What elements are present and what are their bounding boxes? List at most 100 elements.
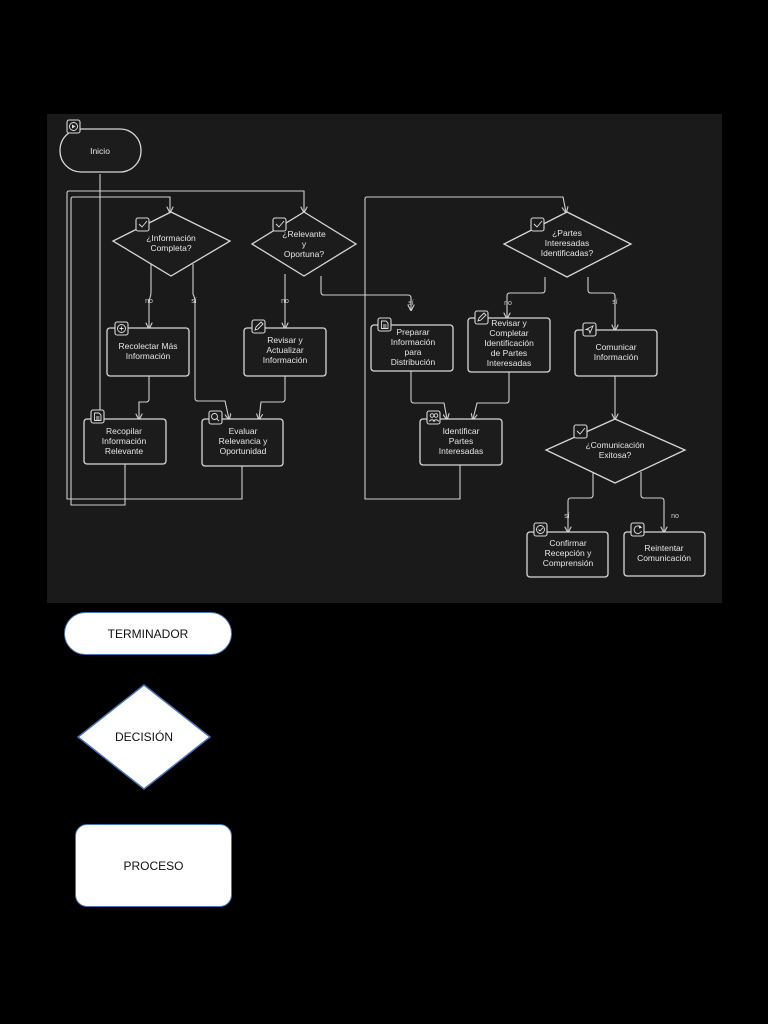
process-revisar-completar-line5: Interesadas: [487, 358, 531, 368]
edge-label-relevante-si: sí: [408, 300, 414, 307]
plus-circle-icon: [114, 321, 129, 336]
edge-label-comunicacion-no: no: [671, 513, 679, 520]
edge-identificar-partes: [364, 196, 566, 500]
process-recopilar-line3: Relevante: [105, 446, 144, 456]
process-preparar-line1: Preparar: [396, 327, 429, 337]
process-evaluar-line1: Evaluar: [229, 426, 258, 436]
edit-icon: [474, 310, 489, 325]
checkbox-icon: [530, 217, 545, 232]
document-icon: [377, 317, 392, 332]
process-recolectar: Recolectar Más Información: [106, 327, 190, 377]
flowchart-diagram: no sí no sí no sí sí no Inicio ¿Informac…: [59, 119, 706, 578]
connectors: [66, 174, 664, 532]
process-identificar-line1: Identificar: [443, 426, 480, 436]
decision-comunicacion-line1: ¿Comunicación: [585, 440, 644, 450]
edge-info-si: [192, 264, 229, 419]
process-revisar-completar: Revisar y Completar Identificación de Pa…: [467, 317, 551, 373]
process-revisar-actualizar: Revisar y Actualizar Información: [243, 327, 327, 377]
process-preparar-line4: Distribución: [391, 357, 436, 367]
edge-completar-identificar: [473, 372, 510, 419]
process-revisar-actualizar-line1: Revisar y: [267, 335, 303, 345]
edge-label-info-si: sí: [191, 298, 197, 305]
process-identificar-line3: Interesadas: [439, 446, 483, 456]
legend-process: PROCESO: [75, 824, 232, 907]
edge-comunicacion-si: [568, 472, 594, 532]
decision-partes: ¿Partes Interesadas Identificadas?: [502, 211, 633, 278]
process-revisar-completar-line3: Identificación: [484, 338, 534, 348]
process-revisar-completar-line2: Completar: [489, 328, 528, 338]
process-comunicar-line1: Comunicar: [595, 342, 636, 352]
process-confirmar: Confirmar Recepción y Comprensión: [526, 531, 609, 578]
decision-partes-line1: ¿Partes: [552, 228, 582, 238]
decision-relevante-line3: Oportuna?: [284, 249, 324, 259]
process-preparar: Preparar Información para Distribución: [370, 324, 454, 372]
process-revisar-completar-line4: de Partes: [491, 348, 527, 358]
decision-info-completa-line1: ¿Información: [146, 233, 196, 243]
process-recopilar: Recopilar Información Relevante: [83, 418, 167, 465]
legend-decision-label: DECISIÓN: [114, 730, 173, 744]
edge-recopilar-info: [70, 196, 170, 506]
checkbox-icon: [272, 217, 287, 232]
decision-relevante: ¿Relevante y Oportuna?: [250, 211, 358, 277]
edge-evaluar-relevante: [66, 190, 304, 500]
decision-relevante-line1: ¿Relevante: [282, 229, 326, 239]
edge-label-partes-si: sí: [612, 299, 618, 306]
process-reintentar: Reintentar Comunicación: [623, 531, 706, 577]
edge-label-relevante-no: no: [281, 298, 289, 305]
node-inicio-label: Inicio: [90, 146, 110, 156]
flowchart-canvas: no sí no sí no sí sí no Inicio ¿Informac…: [47, 114, 722, 603]
edge-partes-si: [587, 277, 615, 330]
process-evaluar-line3: Oportunidad: [220, 446, 267, 456]
legend-decision-shape: [77, 684, 211, 790]
legend-decision: DECISIÓN: [77, 684, 211, 790]
process-identificar-line2: Partes: [449, 436, 474, 446]
process-evaluar-line2: Relevancia y: [219, 436, 268, 446]
process-identificar: Identificar Partes Interesadas: [419, 418, 503, 466]
send-icon: [582, 322, 597, 337]
process-revisar-actualizar-line3: Información: [263, 355, 308, 365]
process-confirmar-line2: Recepción y: [545, 548, 593, 558]
process-reintentar-line2: Comunicación: [637, 553, 691, 563]
magnifier-icon: [208, 410, 223, 425]
document-icon: [90, 409, 105, 424]
checkbox-icon: [573, 424, 588, 439]
refresh-icon: [630, 522, 645, 537]
edge-label-comunicacion-si: sí: [564, 513, 570, 520]
process-revisar-completar-line1: Revisar y: [491, 318, 527, 328]
decision-info-completa-line2: Completa?: [150, 243, 191, 253]
process-revisar-actualizar-line2: Actualizar: [266, 345, 303, 355]
edge-partes-no: [507, 277, 546, 318]
edge-label-partes-no: no: [504, 300, 512, 307]
process-evaluar: Evaluar Relevancia y Oportunidad: [201, 418, 284, 467]
process-comunicar: Comunicar Información: [574, 329, 658, 377]
decision-info-completa: ¿Información Completa?: [111, 211, 232, 277]
edge-preparar-identificar: [410, 371, 447, 419]
process-comunicar-line2: Información: [594, 352, 639, 362]
edge-label-info-no: no: [145, 298, 153, 305]
edge-revisar-evaluar: [259, 376, 286, 419]
edit-icon: [251, 319, 266, 334]
users-icon: [426, 410, 441, 425]
edge-recolectar-recopilar: [139, 376, 150, 419]
process-confirmar-line1: Confirmar: [549, 538, 586, 548]
decision-partes-line3: Identificadas?: [541, 248, 594, 258]
decision-partes-line2: Interesadas: [545, 238, 589, 248]
process-preparar-line2: Información: [391, 337, 436, 347]
process-reintentar-line1: Reintentar: [644, 543, 683, 553]
decision-comunicacion: ¿Comunicación Exitosa?: [544, 418, 687, 484]
process-recopilar-line1: Recopilar: [106, 426, 142, 436]
edge-relevante-si: [320, 276, 411, 310]
edge-comunicacion-no: [640, 472, 664, 532]
process-preparar-line3: para: [404, 347, 421, 357]
check-circle-icon: [533, 522, 548, 537]
process-recopilar-line2: Información: [102, 436, 147, 446]
process-recolectar-line1: Recolectar Más: [118, 341, 177, 351]
decision-comunicacion-line2: Exitosa?: [599, 450, 632, 460]
process-recolectar-line2: Información: [126, 351, 171, 361]
process-confirmar-line3: Comprensión: [543, 558, 594, 568]
legend-terminator: TERMINADOR: [64, 612, 232, 655]
edge-info-no: [149, 264, 151, 328]
node-inicio: Inicio: [59, 128, 142, 173]
checkbox-icon: [135, 217, 150, 232]
decision-relevante-line2: y: [302, 239, 307, 249]
